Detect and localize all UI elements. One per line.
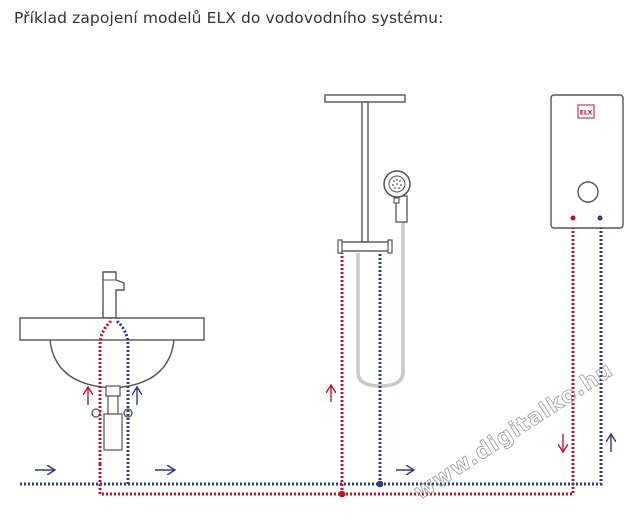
shower-riser-rail bbox=[361, 101, 369, 243]
washbasin-bowl bbox=[49, 339, 175, 389]
elx-water-heater: ELX bbox=[550, 94, 624, 229]
hot-main-pipe bbox=[98, 228, 575, 496]
cold-main-pipe bbox=[20, 228, 603, 486]
heater-logo-text: ELX bbox=[580, 110, 593, 117]
rain-shower-head bbox=[324, 94, 406, 103]
flow-arrows bbox=[35, 385, 611, 470]
heater-logo bbox=[577, 104, 595, 119]
angle-valve-hot bbox=[91, 408, 101, 418]
heater-cold-inlet bbox=[597, 215, 603, 221]
hot-water-pipes bbox=[98, 228, 575, 496]
washbasin bbox=[19, 271, 205, 451]
heater-control-knob bbox=[577, 181, 599, 203]
washbasin-rim bbox=[19, 317, 205, 341]
hot-tee-junction bbox=[338, 490, 346, 498]
faucet bbox=[102, 271, 125, 319]
page-title: Příklad zapojení modelů ELX do vodovodní… bbox=[14, 9, 444, 27]
shower-mixer-bar bbox=[339, 241, 391, 252]
cold-tee-junction bbox=[376, 480, 384, 488]
cold-pipe-washbasin bbox=[116, 318, 130, 484]
siphon-trap bbox=[103, 385, 123, 451]
angle-valve-cold bbox=[123, 408, 133, 418]
cold-water-pipes bbox=[20, 228, 603, 486]
heater-hot-outlet bbox=[570, 215, 576, 221]
shower-set bbox=[324, 94, 411, 388]
hand-shower bbox=[383, 170, 411, 223]
hot-pipe-washbasin bbox=[98, 318, 112, 464]
